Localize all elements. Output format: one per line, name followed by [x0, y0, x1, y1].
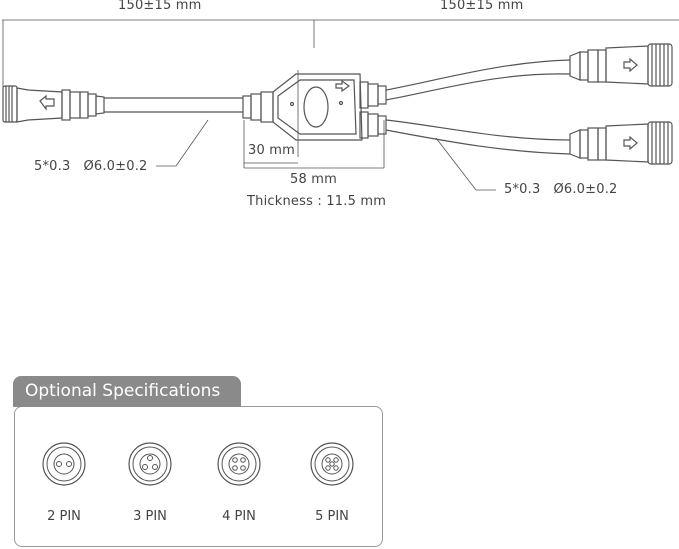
3-pin-connector-icon — [128, 442, 172, 486]
5-pin-connector-icon — [310, 442, 354, 486]
left-cable-spec-label: 5*0.3 Ø6.0±0.2 — [34, 159, 148, 174]
optional-specs-title: Optional Specifications — [13, 376, 241, 407]
splitter-body — [242, 73, 387, 141]
4-pin-connector-icon — [217, 442, 261, 486]
thickness-label: Thickness : 11.5 mm — [247, 194, 387, 209]
splitter-width-label: 58 mm — [290, 172, 338, 187]
5-pin-label: 5 PIN — [315, 509, 349, 524]
3-pin-label: 3 PIN — [133, 509, 167, 524]
2-pin-connector-icon — [42, 442, 86, 486]
4-pin-label: 4 PIN — [222, 509, 256, 524]
splitter-inner-width-label: 30 mm — [248, 143, 296, 158]
lower-right-connector — [569, 121, 673, 165]
2-pin-label: 2 PIN — [47, 509, 81, 524]
top-right-length-label: 150±15 mm — [440, 0, 524, 13]
top-left-length-label: 150±15 mm — [118, 0, 202, 13]
upper-right-connector — [569, 43, 673, 87]
right-cable-spec-label: 5*0.3 Ø6.0±0.2 — [504, 182, 618, 197]
left-connector — [2, 85, 105, 123]
